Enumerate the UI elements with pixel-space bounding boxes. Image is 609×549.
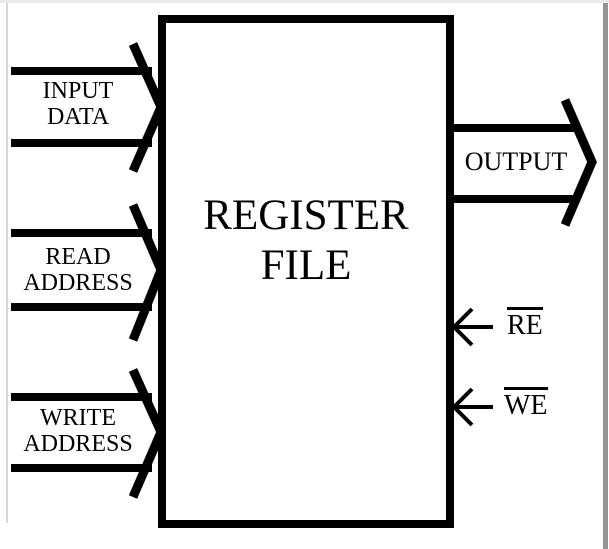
read-enable-arrow-icon — [451, 307, 493, 347]
read-enable-overline-text: RE — [507, 307, 543, 340]
write-address-label-line1: WRITE — [40, 405, 116, 431]
read-address-bus-arrow — [11, 203, 166, 342]
read-address-label: READ ADDRESS — [12, 244, 144, 296]
read-address-label-line1: READ — [45, 244, 111, 270]
block-title-line1: REGISTER — [203, 192, 409, 239]
block-title: REGISTER FILE — [166, 191, 446, 291]
frame-left-line — [6, 3, 8, 523]
input-data-label-line2: DATA — [46, 104, 110, 130]
output-label: OUTPUT — [464, 147, 568, 176]
frame-right-bar — [603, 3, 608, 549]
write-address-label-line2: ADDRESS — [23, 431, 133, 457]
input-data-bus-arrow — [11, 42, 166, 173]
write-enable-label: WE — [504, 387, 548, 421]
frame-top-line — [0, 0, 609, 3]
input-data-label-line1: INPUT — [42, 78, 114, 104]
write-address-label: WRITE ADDRESS — [12, 405, 144, 457]
write-enable-arrow-icon — [451, 387, 493, 427]
read-address-label-line2: ADDRESS — [23, 270, 133, 296]
read-enable-label: RE — [507, 307, 543, 341]
output-bus-arrow — [452, 98, 597, 227]
write-enable-overline-text: WE — [504, 387, 548, 420]
write-address-bus-arrow — [11, 368, 166, 499]
input-data-label: INPUT DATA — [12, 78, 144, 130]
block-title-line2: FILE — [260, 242, 352, 289]
